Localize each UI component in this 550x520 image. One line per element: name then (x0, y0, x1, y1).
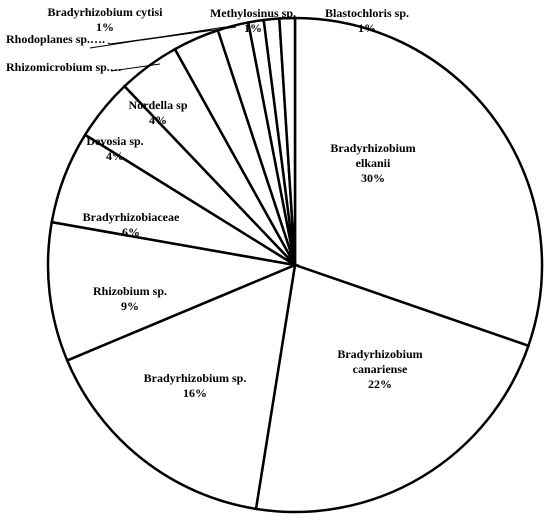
pie-slice-bradyrhizobium-canariense (254, 263, 531, 514)
slice-label-bradyrhizobiaceae: Bradyrhizobiaceae (83, 210, 180, 224)
slice-label-blastochloris-sp: Blastochloris sp. (325, 6, 409, 20)
slice-label-bradyrhizobium-canariense: Bradyrhizobium (337, 347, 422, 361)
slice-percent-bradyrhizobium-elkanii: 30% (361, 171, 385, 185)
pie-slice-rhizobium-sp (46, 220, 300, 363)
slice-label-bradyrhizobium-elkanii: elkanii (356, 156, 391, 170)
slice-percent-bradyrhizobium-canariense: 22% (368, 377, 392, 391)
pie-slice-bradyrhizobium-elkanii (293, 16, 544, 348)
slice-percent-devosia-sp: 4% (106, 149, 124, 163)
slice-percent-bradyrhizobium-cytisi: 1% (96, 20, 114, 34)
slice-percent-blastochloris-sp: 1% (358, 21, 376, 35)
slice-percent-methylosinus-sp: 1% (244, 21, 262, 35)
slice-percent-nordella-sp: 4% (149, 113, 167, 127)
slice-label-methylosinus-sp: Methylosinus sp. (210, 6, 296, 20)
slice-label-devosia-sp: Devosia sp. (86, 134, 143, 148)
slice-label-bradyrhizobium-sp: Bradyrhizobium sp. (144, 371, 247, 385)
slice-percent-rhizobium-sp: 9% (121, 299, 139, 313)
pie-slice-blastochloris-sp (278, 16, 297, 266)
pie-slice-bradyrhizobium-sp (65, 262, 297, 511)
leader-line-8 (110, 63, 161, 72)
slice-percent-bradyrhizobiaceae: 6% (122, 225, 140, 239)
slice-label-rhizomicrobium-sp: Rhizomicrobium sp.… (6, 60, 122, 74)
slice-label-nordella-sp: Nordella sp (128, 98, 187, 112)
leader-line-10 (141, 26, 237, 41)
slice-label-bradyrhizobium-cytisi: Bradyrhizobium cytisi (47, 5, 163, 19)
slice-label-bradyrhizobium-elkanii: Bradyrhizobium (330, 141, 415, 155)
slice-percent-bradyrhizobium-sp: 16% (183, 386, 207, 400)
slice-label-rhodoplanes-sp: Rhodoplanes sp.…. (6, 32, 105, 46)
slice-label-bradyrhizobium-canariense: canariense (353, 362, 408, 376)
slice-label-rhizobium-sp: Rhizobium sp. (93, 284, 167, 298)
